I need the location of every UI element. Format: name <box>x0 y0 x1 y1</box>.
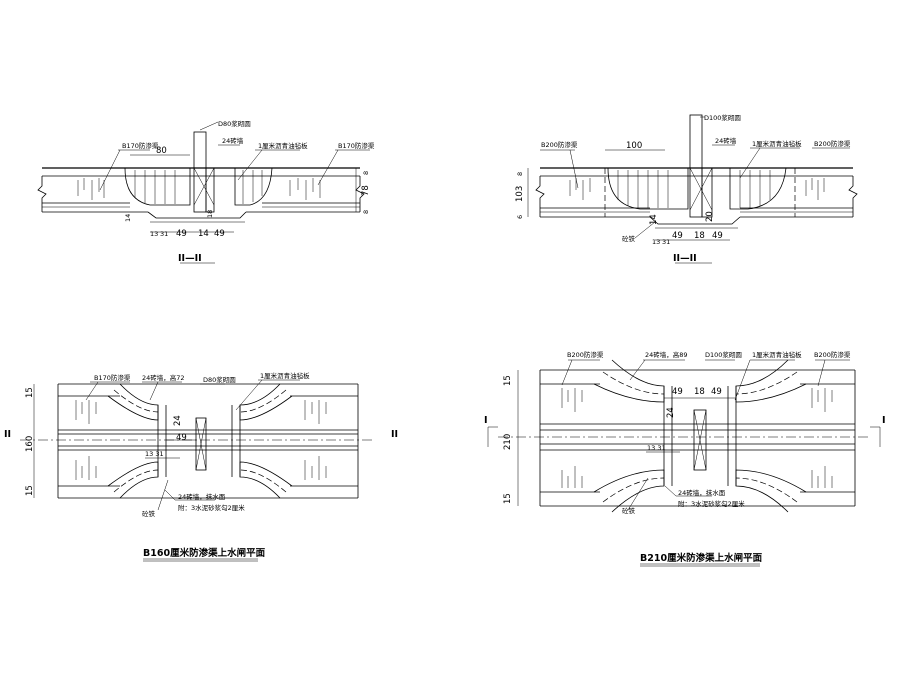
plan-b-top-right-label: 1厘米沥青油毡板 <box>752 350 802 359</box>
plan-b-wall-bottom: 24砖墙，抹水面 <box>678 488 726 497</box>
plan-a-bed-label: 砼铁 <box>142 509 156 518</box>
plan-b-mark-left: I <box>484 415 488 426</box>
plan-b-dim-49a: 49 <box>672 387 683 397</box>
plan-b-dim-18: 18 <box>694 387 705 397</box>
section-b-left-label: B200防渗渠 <box>541 140 578 149</box>
plan-a-wall-top: 24砖墙，高72 <box>142 373 185 382</box>
section-a-dim-31: 31 <box>160 230 168 238</box>
plan-b-wall-top: 24砖墙，高89 <box>645 350 688 359</box>
plan-a-left-dim-15b: 15 <box>25 485 35 496</box>
section-b-wall-label: 24砖墙 <box>715 136 737 145</box>
section-a-right-label: B170防渗渠 <box>338 141 375 150</box>
section-b-bed-label: 砼铁 <box>622 234 636 243</box>
section-b-left-dim-103: 103 <box>515 186 525 202</box>
plan-a-left-label: B170防渗渠 <box>94 373 131 382</box>
plan-a-d-label: D80浆砌圆 <box>203 375 236 384</box>
plan-a-dim-24: 24 <box>173 415 183 426</box>
section-b-left-dim-8: 8 <box>516 172 524 176</box>
plan-a-note: 附：3水泥砂浆勾2厘米 <box>178 503 245 512</box>
section-a-mark: II—II <box>178 253 202 264</box>
section-b-dim-18: 18 <box>694 231 705 241</box>
plan-b-d-label: D100浆砌圆 <box>705 350 742 359</box>
plan-b-note: 附：3水泥砂浆勾2厘米 <box>678 499 745 508</box>
plan-b-left-dim-15b: 15 <box>503 493 513 504</box>
section-a-view <box>37 121 370 264</box>
section-a-top-label: 1厘米沥青油毡板 <box>258 141 308 150</box>
section-b-dim-49b: 49 <box>712 231 723 241</box>
section-a-dim-14: 14 <box>124 214 132 222</box>
plan-a-left-dim-160: 160 <box>25 436 35 452</box>
section-a-dim-13: 13 <box>150 230 158 238</box>
plan-b-left-label: B200防渗渠 <box>567 350 604 359</box>
section-b-top-label: 1厘米沥青油毡板 <box>752 139 802 148</box>
plan-b-mark-right: I <box>882 415 886 426</box>
plan-a-left-dim-15a: 15 <box>25 387 35 398</box>
plan-a-view <box>20 379 375 562</box>
section-b-width-dim: 100 <box>626 141 642 151</box>
plan-a-wall-bottom: 24砖墙，抹水面 <box>178 492 226 501</box>
plan-b-dims-13-31: 13 31 <box>647 444 666 452</box>
plan-a-top-right-label: 1厘米沥青油毡板 <box>260 371 310 380</box>
plan-b-bed-label: 砼铁 <box>622 506 636 515</box>
section-b-dim-31: 31 <box>662 238 670 246</box>
section-b-d-label: D100浆砌圆 <box>704 113 741 122</box>
plan-b-view <box>487 359 881 567</box>
plan-a-dims-13-31: 13 31 <box>145 450 164 458</box>
section-b-dim-14: 14 <box>649 214 659 225</box>
plan-b-right-label: B200防渗渠 <box>814 350 851 359</box>
section-a-dim-18: 18 <box>206 210 214 218</box>
section-a-left-label: B170防渗渠 <box>122 141 159 150</box>
section-a-dim-49a: 49 <box>176 229 187 239</box>
section-a-dim-49b: 49 <box>214 229 225 239</box>
section-a-d-label: D80浆砌圆 <box>218 119 251 128</box>
section-b-left-dim-6: 6 <box>516 215 524 219</box>
section-b-right-label: B200防渗渠 <box>814 139 851 148</box>
section-a-right-dim-78: 78 <box>361 185 371 196</box>
plan-b-title: B210厘米防渗渠上水闸平面 <box>640 552 763 564</box>
section-a-right-dim-8a: 8 <box>362 171 370 175</box>
plan-b-dim-49b: 49 <box>711 387 722 397</box>
plan-a-dim-49: 49 <box>176 433 187 443</box>
plan-b-left-dim-15a: 15 <box>503 375 513 386</box>
plan-a-mark-right: II <box>391 429 398 440</box>
section-b-dim-49a: 49 <box>672 231 683 241</box>
section-a-right-dim-8b: 8 <box>362 210 370 214</box>
section-b-dim-13: 13 <box>652 238 660 246</box>
plan-a-mark-left: II <box>4 429 11 440</box>
section-a-wall-label: 24砖墙 <box>222 136 244 145</box>
plan-b-dim-24: 24 <box>666 407 676 418</box>
plan-a-title: B160厘米防渗渠上水闸平面 <box>143 547 266 559</box>
section-b-mark: II—II <box>673 253 697 264</box>
section-a-width-dim: 80 <box>156 146 167 156</box>
section-b-dim-20: 20 <box>705 211 715 222</box>
plan-b-left-dim-210: 210 <box>503 434 513 450</box>
section-a-dim-14b: 14 <box>198 229 209 239</box>
section-b-view <box>527 114 858 264</box>
